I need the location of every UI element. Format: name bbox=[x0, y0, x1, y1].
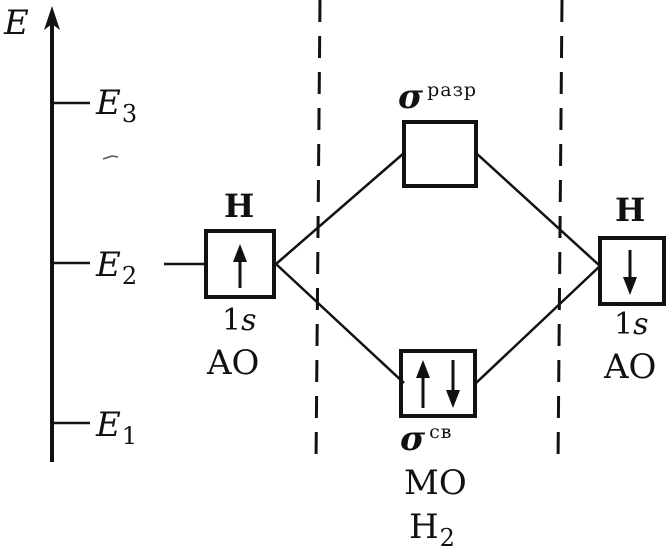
correlation-line-right-bonding bbox=[475, 265, 601, 384]
left-ao-label: AO bbox=[207, 343, 260, 383]
left-ao-box bbox=[204, 229, 276, 299]
antibonding-mo-box bbox=[402, 120, 478, 188]
bonding-electron-up-icon bbox=[416, 360, 430, 408]
correlation-line-left-bonding bbox=[275, 263, 405, 384]
bonding-electron-down-icon bbox=[446, 360, 460, 408]
left-ao-electron-up-icon bbox=[233, 244, 247, 288]
axis-label: E bbox=[4, 3, 29, 43]
right-orbital-label: 1s bbox=[614, 307, 649, 342]
level-label-e3: E3 bbox=[96, 83, 138, 128]
energy-axis-arrowhead bbox=[44, 6, 60, 30]
molecule-formula: H2 bbox=[409, 507, 455, 552]
separator-right bbox=[556, 0, 564, 466]
left-orbital-label: 1s bbox=[222, 303, 257, 338]
level-label-e1: E1 bbox=[96, 405, 138, 450]
bonding-mo-box bbox=[399, 349, 477, 418]
correlation-line-right-antibonding bbox=[475, 152, 601, 267]
scan-mark bbox=[102, 155, 119, 160]
correlation-line-left-antibonding bbox=[275, 152, 405, 265]
right-ao-box bbox=[598, 236, 666, 306]
left-atom-header: H bbox=[224, 187, 255, 225]
right-atom-header: H bbox=[615, 191, 646, 229]
level-label-e2: E2 bbox=[96, 245, 138, 290]
right-ao-electron-down-icon bbox=[623, 250, 637, 295]
right-ao-label: AO bbox=[604, 347, 657, 387]
mo-label: MO bbox=[404, 463, 467, 503]
separator-left bbox=[314, 0, 322, 466]
